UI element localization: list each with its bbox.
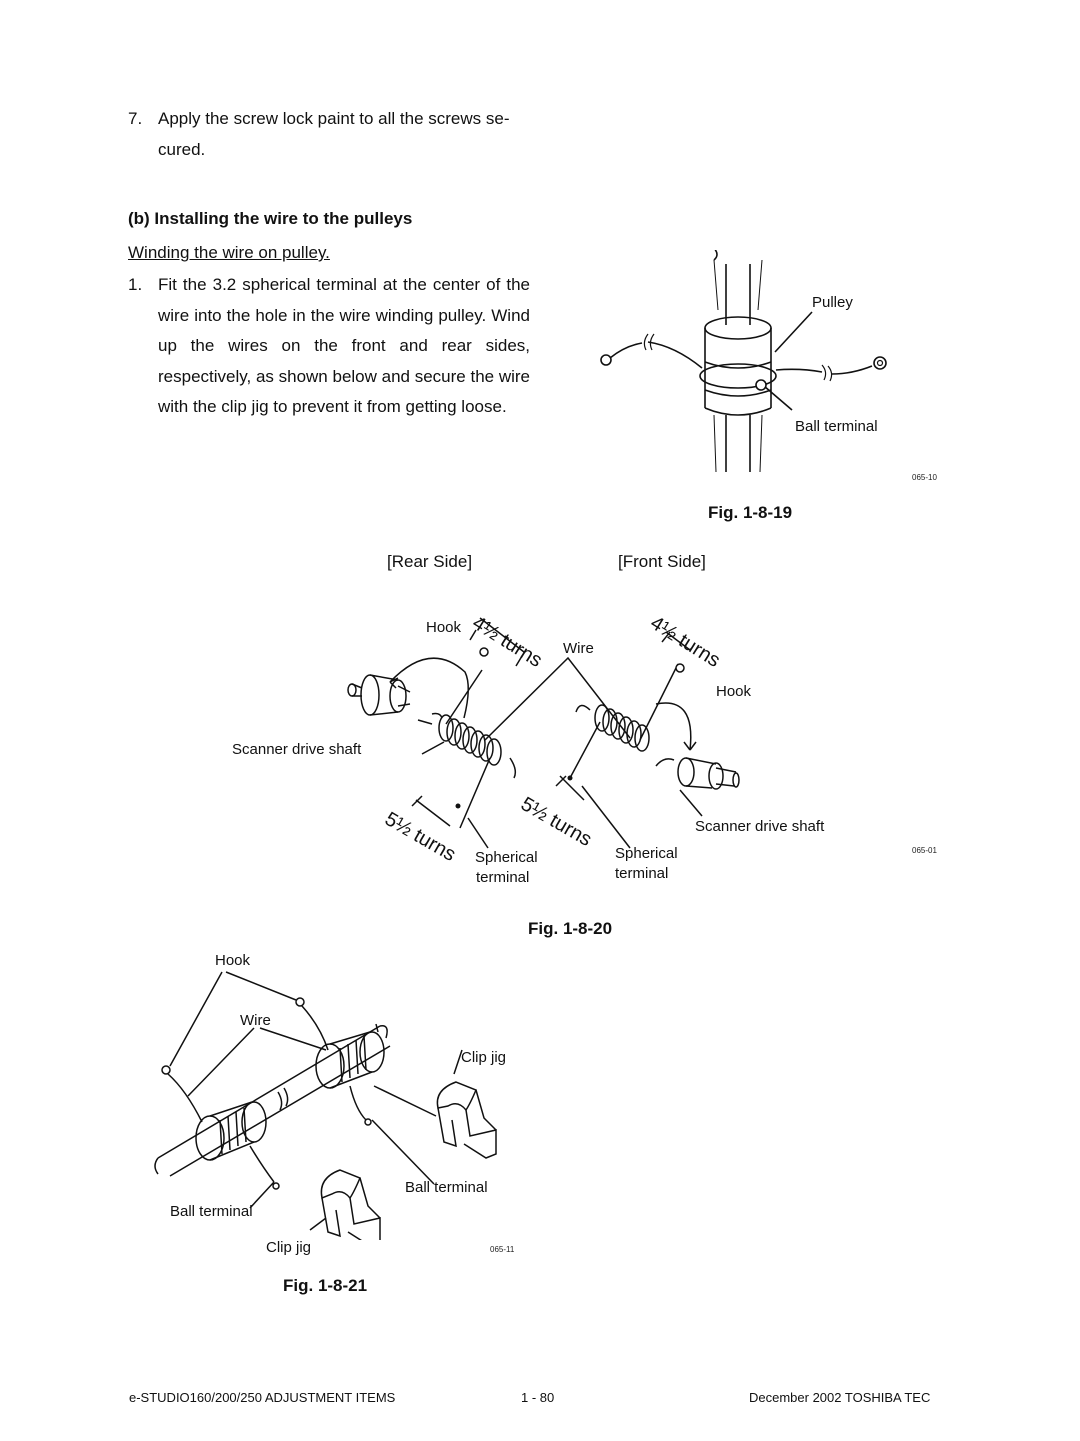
footer-page-number: 1 - 80: [521, 1390, 555, 1405]
fig-21-hook-label: Hook: [215, 952, 251, 969]
hook-right-end: [295, 997, 305, 1007]
front-scanner-shaft-label: Scanner drive shaft: [695, 818, 825, 835]
fig-21-caption: Fig. 1-8-21: [283, 1276, 368, 1295]
front-hook-arrow: [655, 702, 692, 751]
rear-spherical-terminal: [455, 803, 461, 809]
clip-jig-bottom-label: Clip jig: [266, 1239, 312, 1256]
rear-hook-label: Hook: [426, 619, 462, 636]
shaft-illustration: [157, 1025, 391, 1177]
wire-callout-lines: [484, 656, 631, 741]
ball-terminal-marker: [755, 379, 767, 391]
rear-spherical-label-2: terminal: [476, 869, 530, 886]
rear-hook-arrow: [389, 657, 469, 719]
pulley-shaft-illustration: [609, 250, 873, 473]
section-heading: (b) Installing the wire to the pulleys: [128, 209, 413, 228]
front-side-title: [Front Side]: [618, 552, 706, 571]
figure-wire-winding: [347, 617, 740, 849]
rear-hook-end: [479, 647, 489, 657]
footer-document-title: e-STUDIO160/200/250 ADJUSTMENT ITEMS: [129, 1390, 396, 1405]
section-subheading: Winding the wire on pulley.: [128, 243, 330, 262]
figure-clip-jig: [154, 971, 497, 1240]
front-spherical-label-1: Spherical: [615, 845, 678, 862]
rear-scanner-shaft-label: Scanner drive shaft: [232, 741, 362, 758]
rear-coil: [417, 669, 517, 829]
pulley-label: Pulley: [812, 294, 853, 311]
rear-side-title: [Rear Side]: [387, 552, 473, 571]
front-spherical-terminal: [567, 775, 573, 781]
fig-19-caption: Fig. 1-8-19: [708, 503, 793, 522]
ball-terminal-label: Ball terminal: [795, 418, 878, 435]
fig-21-wire-label: Wire: [240, 1012, 271, 1029]
wire-label: Wire: [563, 640, 594, 657]
rear-pulley-unit: [347, 674, 411, 716]
step-7-number: 7.: [128, 109, 143, 128]
clip-jig-right: [436, 1081, 497, 1159]
figure-pulley-diagram: [600, 250, 887, 473]
step-7-text: Apply the screw lock paint to all the sc…: [158, 109, 510, 159]
step-1: 1. Fit the 3.2 spherical terminal at the…: [128, 270, 530, 423]
ball-terminal-left-marker: [272, 1182, 280, 1190]
fig-21-code: 065-11: [490, 1245, 515, 1254]
front-hook-end: [675, 663, 685, 673]
rear-spherical-label-1: Spherical: [475, 849, 538, 866]
clip-jig-top-label: Clip jig: [461, 1049, 507, 1066]
ball-terminal-left-label: Ball terminal: [170, 1203, 253, 1220]
clip-jig-bottom: [320, 1169, 381, 1240]
step-7: 7. Apply the screw lock paint to all the…: [128, 104, 538, 165]
footer-date-company: December 2002 TOSHIBA TEC: [749, 1390, 931, 1405]
fig-20-code: 065-01: [912, 846, 937, 855]
fig-19-code: 065-10: [912, 473, 937, 482]
step-1-number: 1.: [128, 275, 143, 294]
ball-terminal-right-marker: [364, 1118, 372, 1126]
ball-terminal-right-label: Ball terminal: [405, 1179, 488, 1196]
front-pulley-unit: [655, 757, 740, 790]
left-pulley: [195, 1101, 267, 1161]
hook-eye-left: [600, 354, 612, 366]
step-1-text: Fit the 3.2 spherical terminal at the ce…: [158, 275, 530, 416]
front-hook-label: Hook: [716, 683, 752, 700]
front-spherical-label-2: terminal: [615, 865, 669, 882]
hook-left-end: [161, 1065, 171, 1075]
right-pulley: [315, 1031, 385, 1089]
front-coil: [569, 663, 679, 779]
fig-20-caption: Fig. 1-8-20: [528, 919, 613, 938]
